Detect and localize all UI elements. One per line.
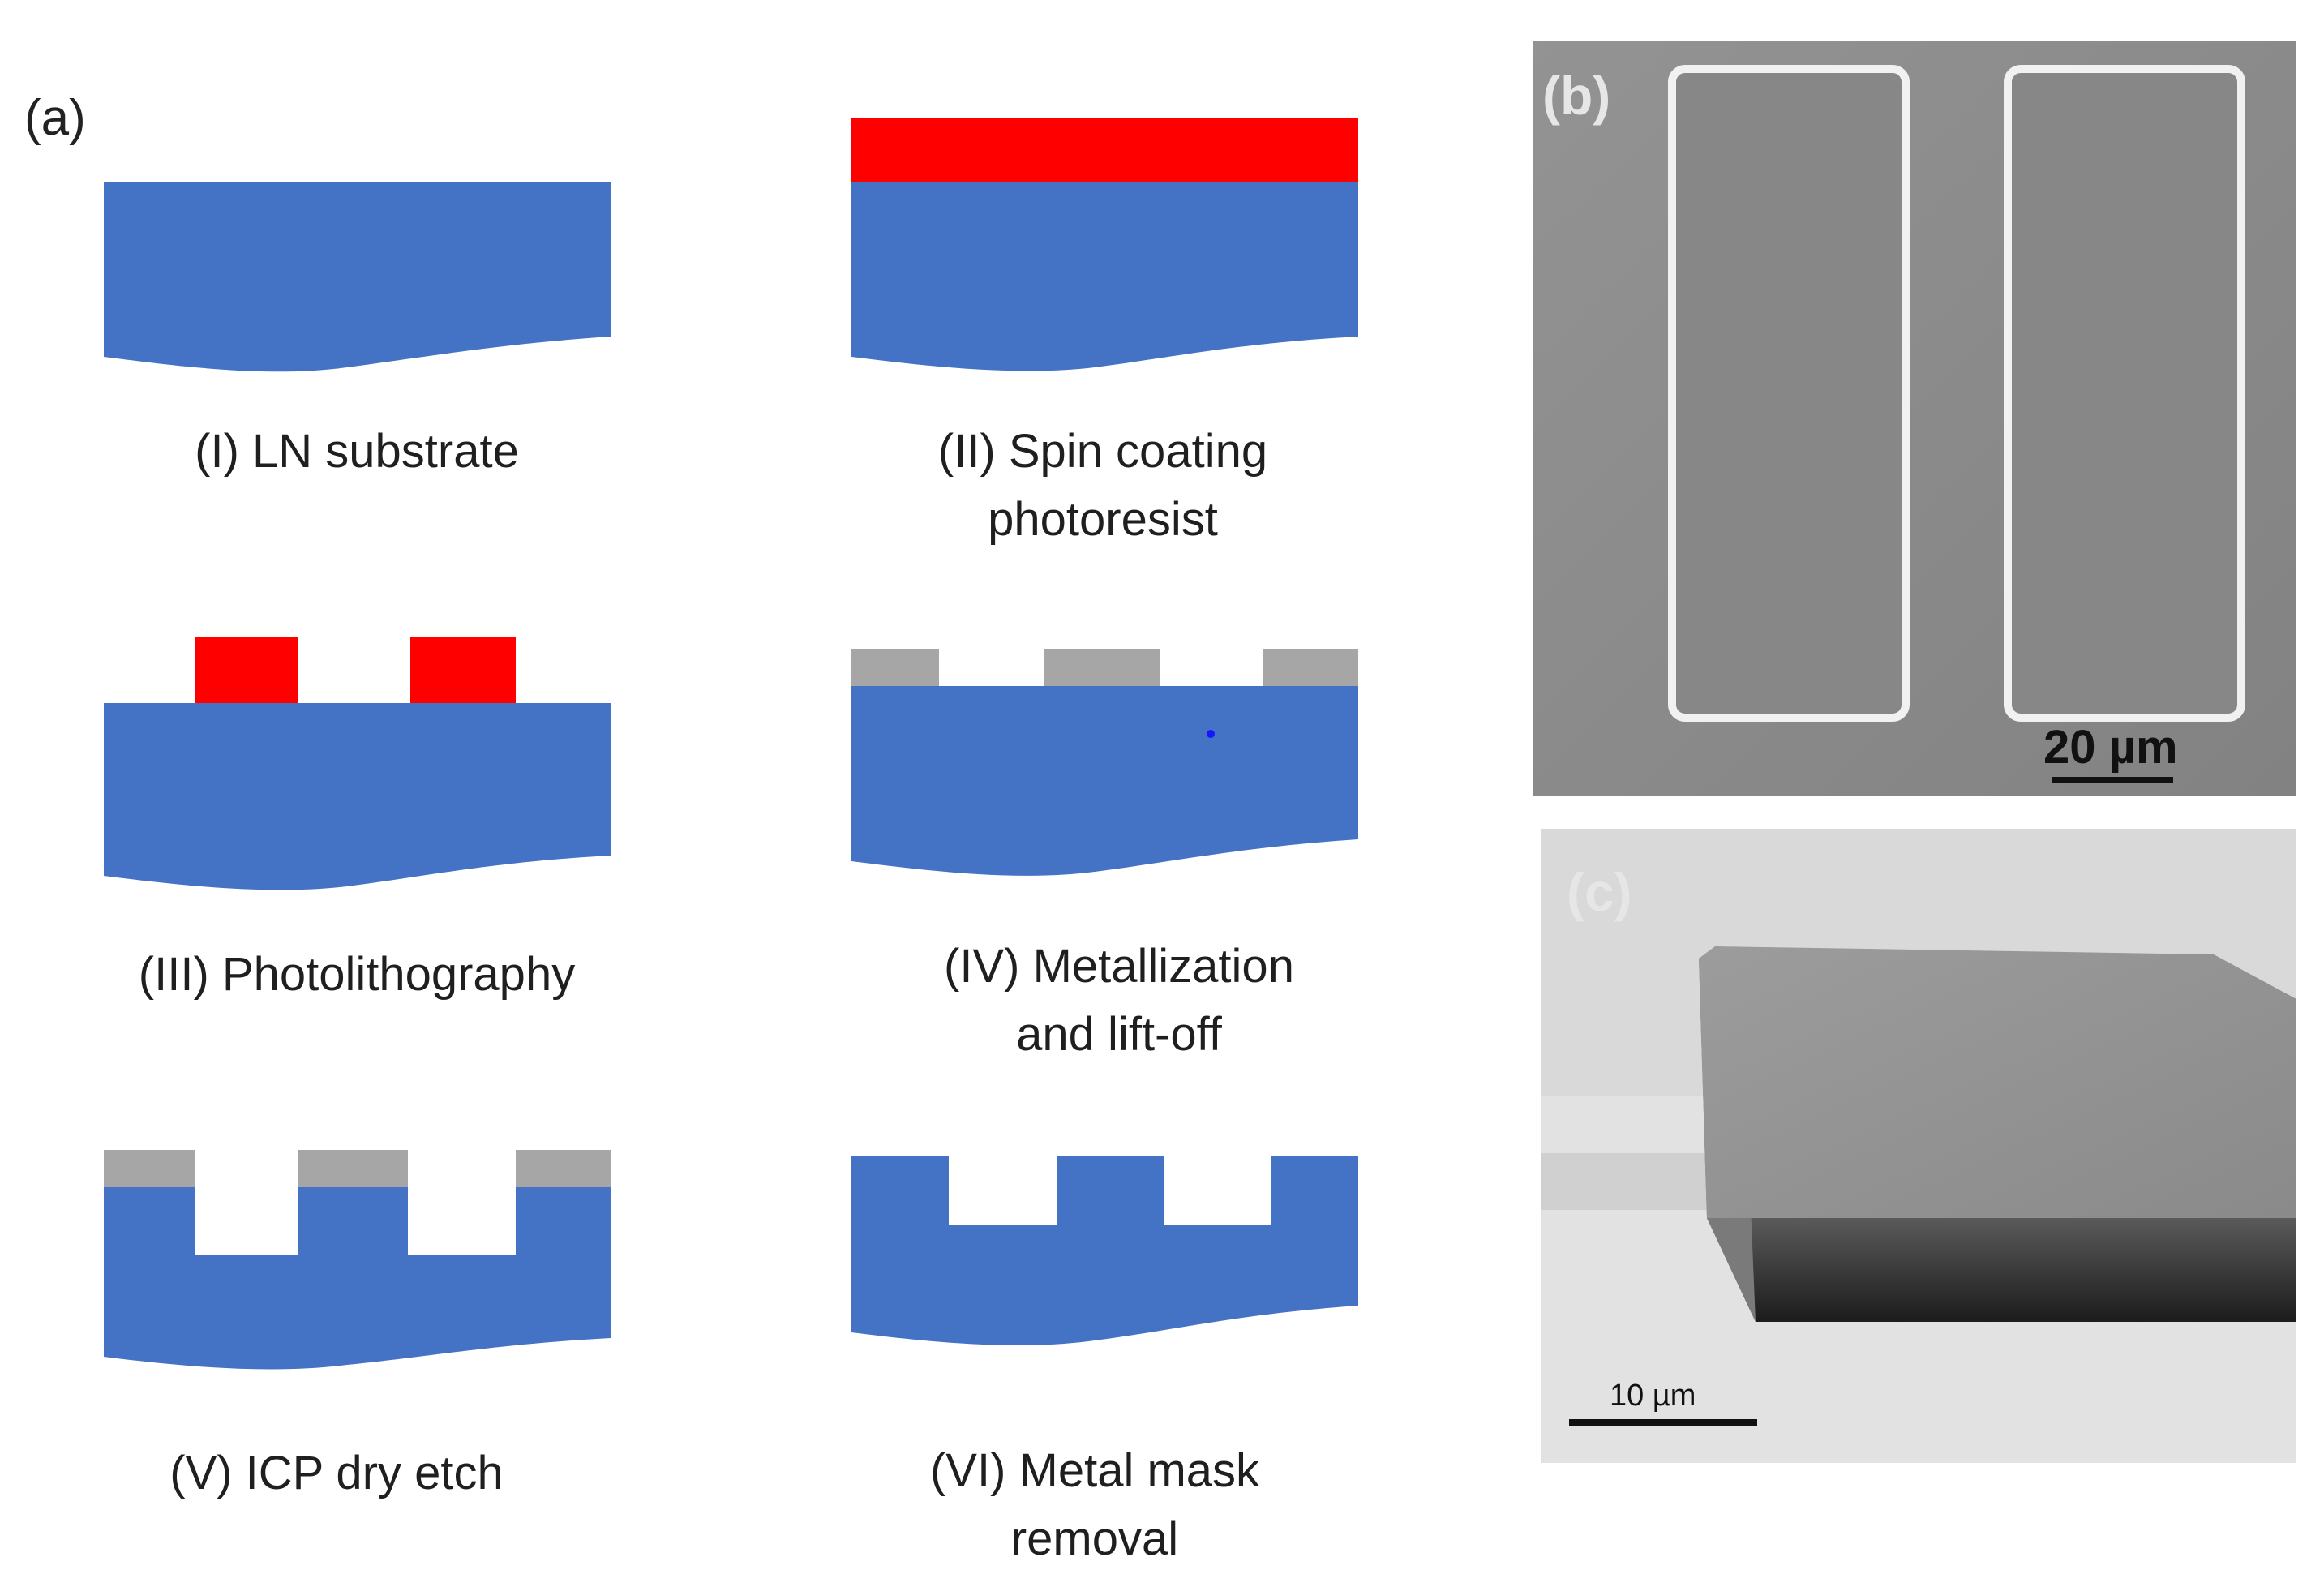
blue-dot (1207, 730, 1215, 738)
substrate (104, 703, 611, 890)
metal-pad-center (1044, 649, 1160, 686)
step-3-caption: (III) Photolithography (138, 948, 576, 1001)
metal-mask-right (516, 1150, 611, 1187)
sem-c-drawing (1541, 829, 2296, 1463)
sem-b-drawing (1533, 41, 2296, 796)
scale-b-bar (2052, 777, 2173, 783)
electrode-left (1668, 65, 1910, 722)
step-4-diagram (851, 649, 1358, 876)
sem-image-c: (c) 10 µm (1541, 829, 2296, 1463)
metal-pad-left (851, 649, 939, 686)
step-5-diagram (104, 1150, 611, 1370)
device-front-face (1707, 1218, 2296, 1322)
step-6-diagram (851, 1156, 1358, 1345)
step-3-diagram (104, 637, 611, 890)
step-6-caption: (VI) Metal mask removal (929, 1444, 1260, 1565)
step-2-diagram (851, 118, 1358, 371)
step-4-caption: (IV) Metallization and lift-off (944, 940, 1294, 1061)
photoresist-block-left (195, 637, 298, 703)
step-1-diagram (104, 182, 611, 372)
panel-a-label: (a) (24, 90, 86, 146)
device-top-face (1699, 946, 2296, 1218)
etched-substrate (104, 1187, 611, 1370)
photoresist-layer (851, 118, 1358, 182)
metal-mask-center (298, 1150, 408, 1187)
etched-substrate (851, 1156, 1358, 1345)
step-1-caption: (I) LN substrate (195, 425, 519, 478)
panel-c-label: (c) (1567, 862, 1632, 922)
scale-c-bar (1569, 1419, 1757, 1426)
step-2-caption: (II) Spin coating photoresist (937, 425, 1268, 546)
photoresist-block-right (410, 637, 516, 703)
electrode-right (2004, 65, 2245, 722)
panel-b-label: (b) (1542, 66, 1611, 126)
sem-image-b: (b) 20 µm (1533, 41, 2296, 796)
step-5-caption: (V) ICP dry etch (169, 1447, 504, 1499)
metal-pad-right (1263, 649, 1358, 686)
substrate (851, 182, 1358, 371)
scale-c-label: 10 µm (1610, 1379, 1696, 1413)
substrate (104, 182, 611, 372)
metal-mask-left (104, 1150, 195, 1187)
substrate (851, 686, 1358, 876)
scale-b-label: 20 µm (2043, 721, 2178, 774)
